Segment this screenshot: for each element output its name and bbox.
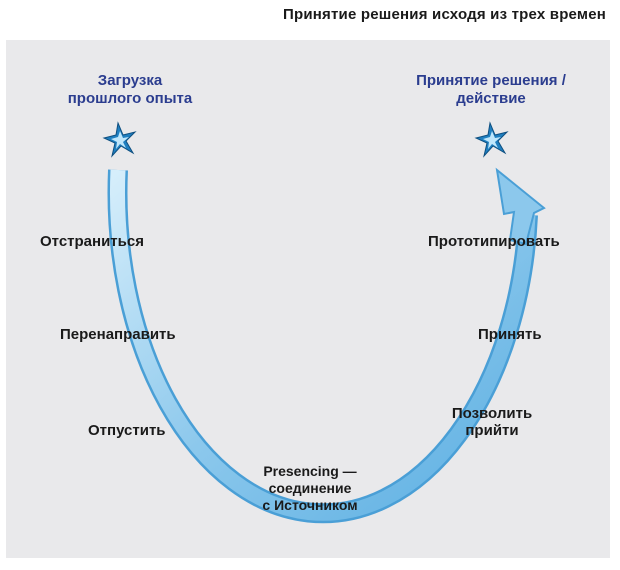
heading-past-experience: Загрузка прошлого опыта (67, 72, 193, 107)
step-prototype: Прототипировать (428, 233, 560, 250)
star-icon (474, 121, 509, 158)
presencing-label: Presencing — соединение с Источником (262, 463, 358, 513)
step-detach: Отстраниться (40, 233, 144, 250)
star-icon (102, 121, 137, 158)
arrow-head-icon (495, 167, 546, 246)
step-let-come: Позволить прийти (451, 405, 533, 439)
u-arc (107, 169, 538, 524)
step-let-go: Отпустить (88, 422, 166, 439)
page-title: Принятие решения исходя из трех времен (283, 6, 606, 23)
step-accept: Принять (478, 326, 542, 343)
step-redirect: Перенаправить (60, 326, 176, 343)
u-arc-highlight (110, 169, 536, 521)
heading-decision-action: Принятие решения / действие (416, 72, 566, 107)
